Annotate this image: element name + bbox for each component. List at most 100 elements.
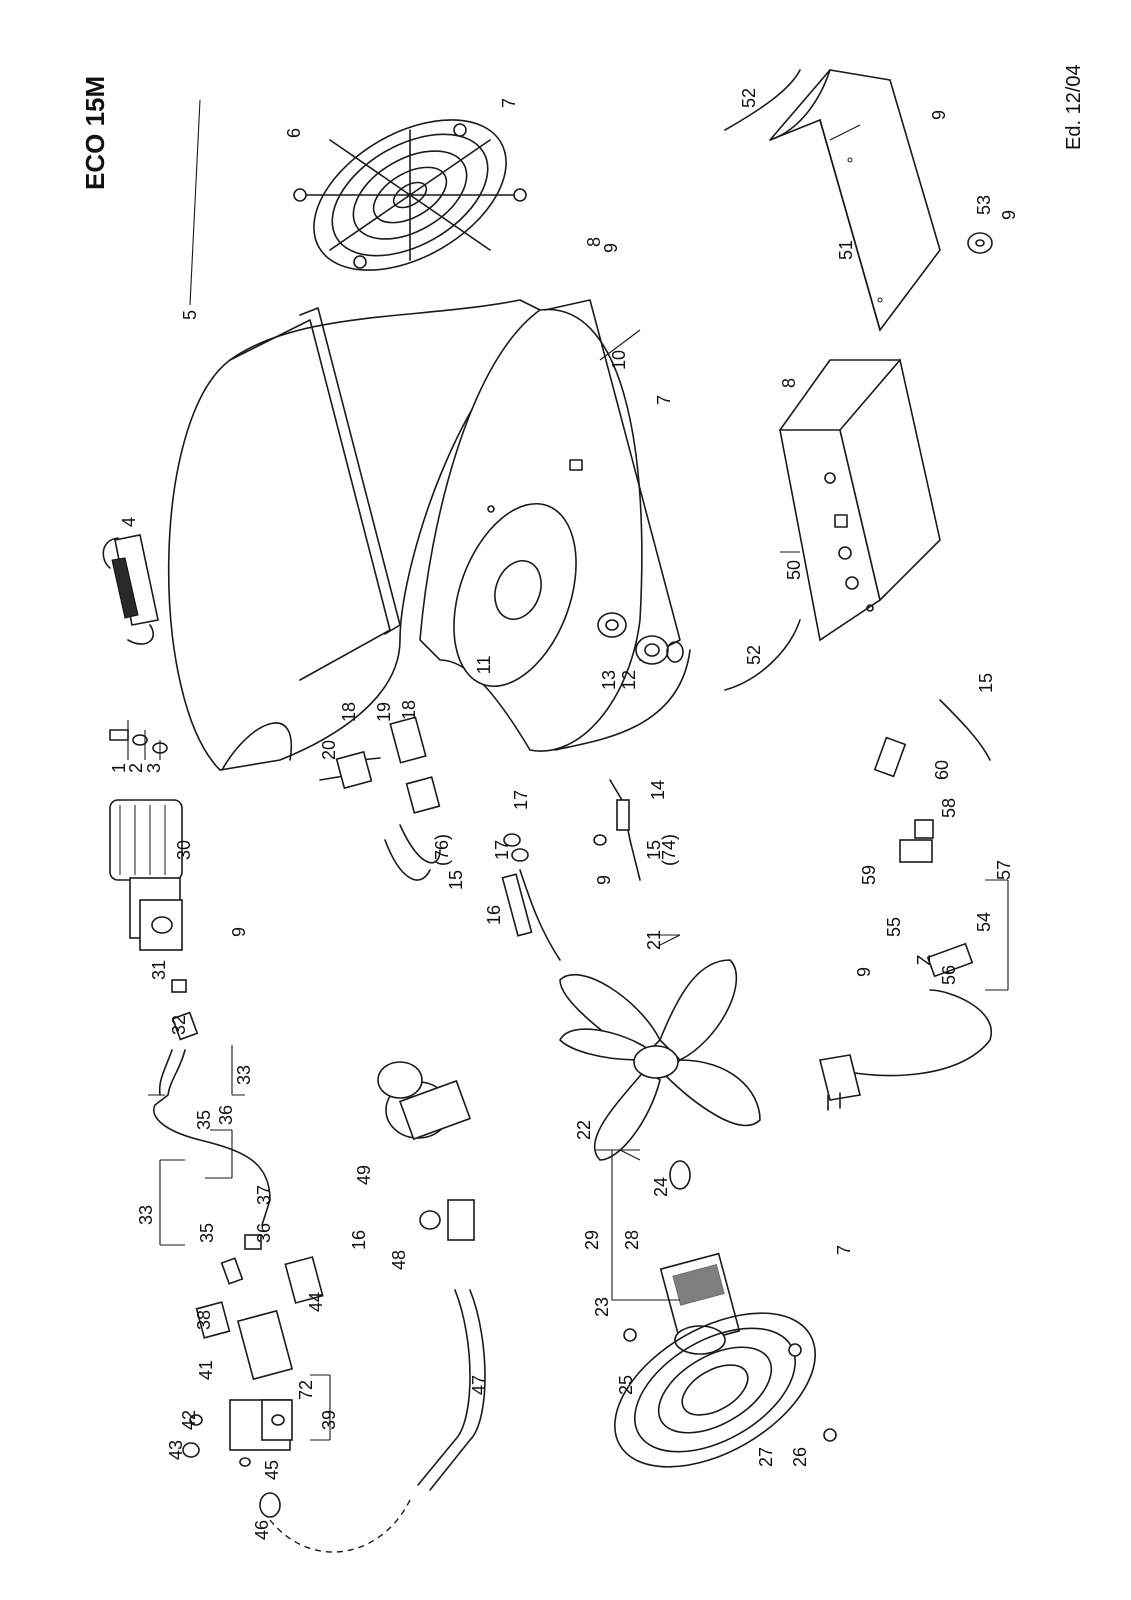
- callout-cZ: Z: [914, 955, 934, 966]
- callout-c52a: 52: [739, 88, 759, 108]
- callout-c24: 24: [651, 1177, 671, 1197]
- control-box: [779, 358, 941, 642]
- callout-c35a: 35: [194, 1110, 214, 1130]
- callout-c15n74: (74): [659, 834, 679, 866]
- callout-c31: 31: [149, 960, 169, 980]
- callout-c15c: 15: [976, 673, 996, 693]
- callout-c18a: 18: [339, 702, 359, 722]
- callout-c19: 19: [374, 702, 394, 722]
- callout-c22: 22: [574, 1120, 594, 1140]
- rubber-foot: [967, 232, 993, 254]
- callout-c27: 27: [756, 1447, 776, 1467]
- callout-c56: 56: [939, 965, 959, 985]
- fan-motor: [659, 1160, 741, 1355]
- callout-c9c: 9: [229, 927, 249, 937]
- callout-c8a: 8: [584, 237, 604, 247]
- callout-c17b: 17: [492, 840, 512, 860]
- callout-c3: 3: [144, 763, 164, 773]
- callout-c23: 23: [592, 1297, 612, 1317]
- callout-c36b: 36: [254, 1223, 274, 1243]
- callout-c15n76: (76): [432, 834, 452, 866]
- callout-c33a: 33: [136, 1205, 156, 1225]
- callout-c50: 50: [784, 560, 804, 580]
- solenoid-valve: [182, 1256, 324, 1518]
- callout-c7a: 7: [499, 98, 519, 108]
- lower-housing-shell: [419, 299, 691, 752]
- callout-c59: 59: [859, 865, 879, 885]
- callout-c9d: 9: [594, 875, 614, 885]
- callout-c20: 20: [319, 740, 339, 760]
- callout-c21: 21: [644, 930, 664, 950]
- callout-c9b: 9: [601, 243, 621, 253]
- callout-c12: 12: [619, 670, 639, 690]
- callout-c9f: 9: [999, 210, 1019, 220]
- callout-c5: 5: [180, 310, 200, 320]
- callout-c4: 4: [119, 517, 139, 527]
- callout-c32: 32: [169, 1015, 189, 1035]
- callout-c25: 25: [616, 1375, 636, 1395]
- callout-c45: 45: [262, 1460, 282, 1480]
- callout-c2: 2: [126, 763, 146, 773]
- callout-c35b: 35: [197, 1223, 217, 1243]
- callout-c15a: 15: [446, 870, 466, 890]
- callout-c7c: 7: [834, 1245, 854, 1255]
- screw-washer-set: [109, 729, 168, 754]
- callout-c43: 43: [166, 1440, 186, 1460]
- callout-c53: 53: [974, 195, 994, 215]
- gas-regulator: [269, 1061, 486, 1553]
- callout-c58: 58: [939, 798, 959, 818]
- callout-c49: 49: [354, 1165, 374, 1185]
- callout-c36a: 36: [216, 1105, 236, 1125]
- callout-c6: 6: [284, 128, 304, 138]
- callout-c54: 54: [974, 912, 994, 932]
- carry-handle: [102, 534, 159, 645]
- rubber-strips: [724, 69, 801, 691]
- callout-c15b: 15: [644, 840, 664, 860]
- callout-c72: 72: [296, 1380, 316, 1400]
- callout-c8b: 8: [779, 378, 799, 388]
- callout-c16a: 16: [484, 905, 504, 925]
- callout-c48: 48: [389, 1250, 409, 1270]
- callout-c26: 26: [790, 1447, 810, 1467]
- callout-c55: 55: [884, 917, 904, 937]
- callout-c7b: 7: [654, 395, 674, 405]
- callout-c60: 60: [932, 760, 952, 780]
- callout-c9e: 9: [854, 967, 874, 977]
- callout-c37: 37: [254, 1185, 274, 1205]
- header-texts: ECO 15M Ed. 12/04: [80, 64, 1085, 190]
- callout-c16b: 16: [349, 1230, 369, 1250]
- callout-c28: 28: [622, 1230, 642, 1250]
- diagram-title: ECO 15M: [80, 76, 110, 190]
- callout-c46: 46: [252, 1520, 272, 1540]
- callout-c29: 29: [582, 1230, 602, 1250]
- rear-fan-guard: [614, 1312, 837, 1468]
- edition-label: Ed. 12/04: [1063, 64, 1085, 150]
- callout-c42: 42: [179, 1410, 199, 1430]
- power-cord-assembly: [819, 699, 993, 1111]
- callout-c10: 10: [609, 350, 629, 370]
- callout-c47: 47: [469, 1375, 489, 1395]
- callout-c14: 14: [648, 780, 668, 800]
- fuel-line: [153, 979, 271, 1285]
- callout-c51: 51: [836, 240, 856, 260]
- callout-c30: 30: [174, 840, 194, 860]
- base-plate: [769, 69, 941, 332]
- leader-lines: [127, 99, 1009, 1441]
- callout-c41: 41: [196, 1360, 216, 1380]
- callout-c1: 1: [109, 763, 129, 773]
- fan-blade: [559, 959, 761, 1161]
- callout-c18b: 18: [399, 700, 419, 720]
- callout-c57: 57: [994, 860, 1014, 880]
- callout-c17a: 17: [511, 790, 531, 810]
- front-fan-guard: [293, 119, 527, 271]
- callout-c38: 38: [194, 1310, 214, 1330]
- cable-grommets: [597, 612, 684, 665]
- callout-c33b: 33: [234, 1065, 254, 1085]
- callout-c44: 44: [306, 1292, 326, 1312]
- callout-c52b: 52: [744, 645, 764, 665]
- callout-c11: 11: [474, 656, 494, 675]
- callout-labels: 123456777889999991011121314151515(74)(76…: [109, 88, 1019, 1540]
- callout-c39: 39: [319, 1410, 339, 1430]
- callout-c13: 13: [599, 670, 619, 690]
